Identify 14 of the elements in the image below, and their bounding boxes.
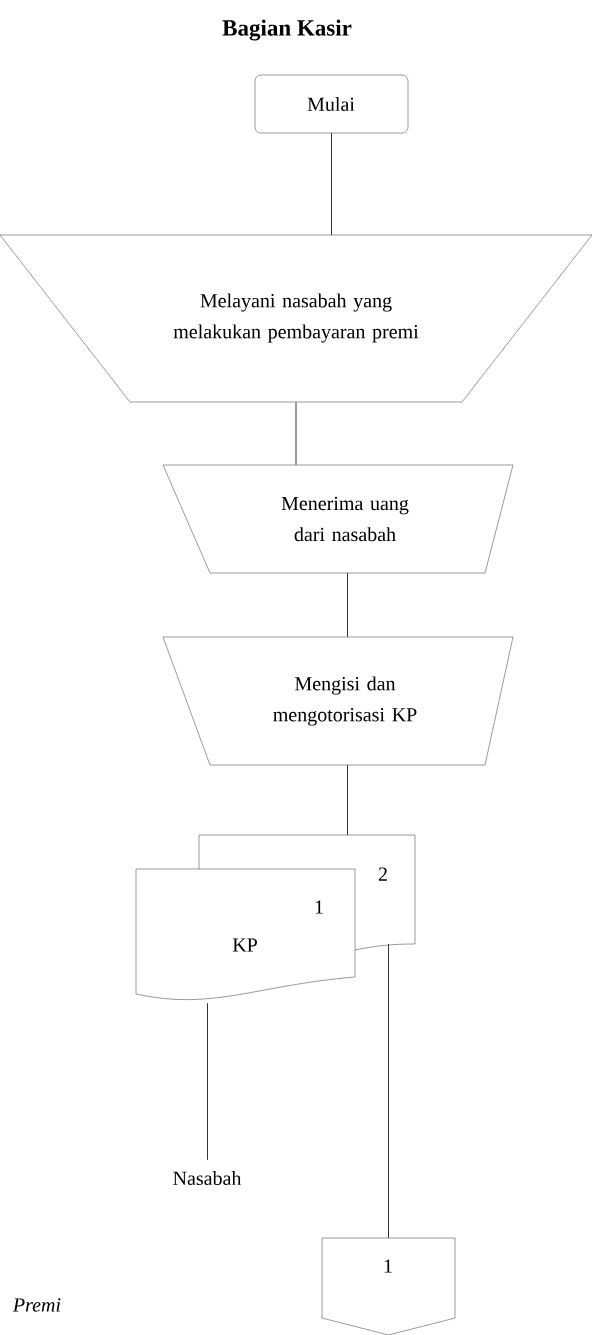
connector-line xyxy=(331,132,332,236)
title: Bagian Kasir xyxy=(222,19,352,41)
destination-label: Nasabah xyxy=(173,1170,242,1186)
connector-line xyxy=(347,764,348,836)
manual-operation-trapezoid: Menerima uang dari nasabah xyxy=(162,464,514,574)
manual-operation-trapezoid: Mengisi dan mengotorisasi KP xyxy=(162,636,514,766)
terminator-box: Mulai xyxy=(254,74,409,134)
connector-line xyxy=(347,572,348,638)
caption-text: Premi xyxy=(12,1298,61,1312)
connector-line xyxy=(207,1002,208,1161)
off-page-connector: 1 xyxy=(321,1237,456,1335)
manual-operation-trapezoid: Melayani nasabah yang melakukan pembayaran premi xyxy=(0,234,592,403)
connector-line xyxy=(388,943,389,1239)
connector-line xyxy=(295,401,297,466)
